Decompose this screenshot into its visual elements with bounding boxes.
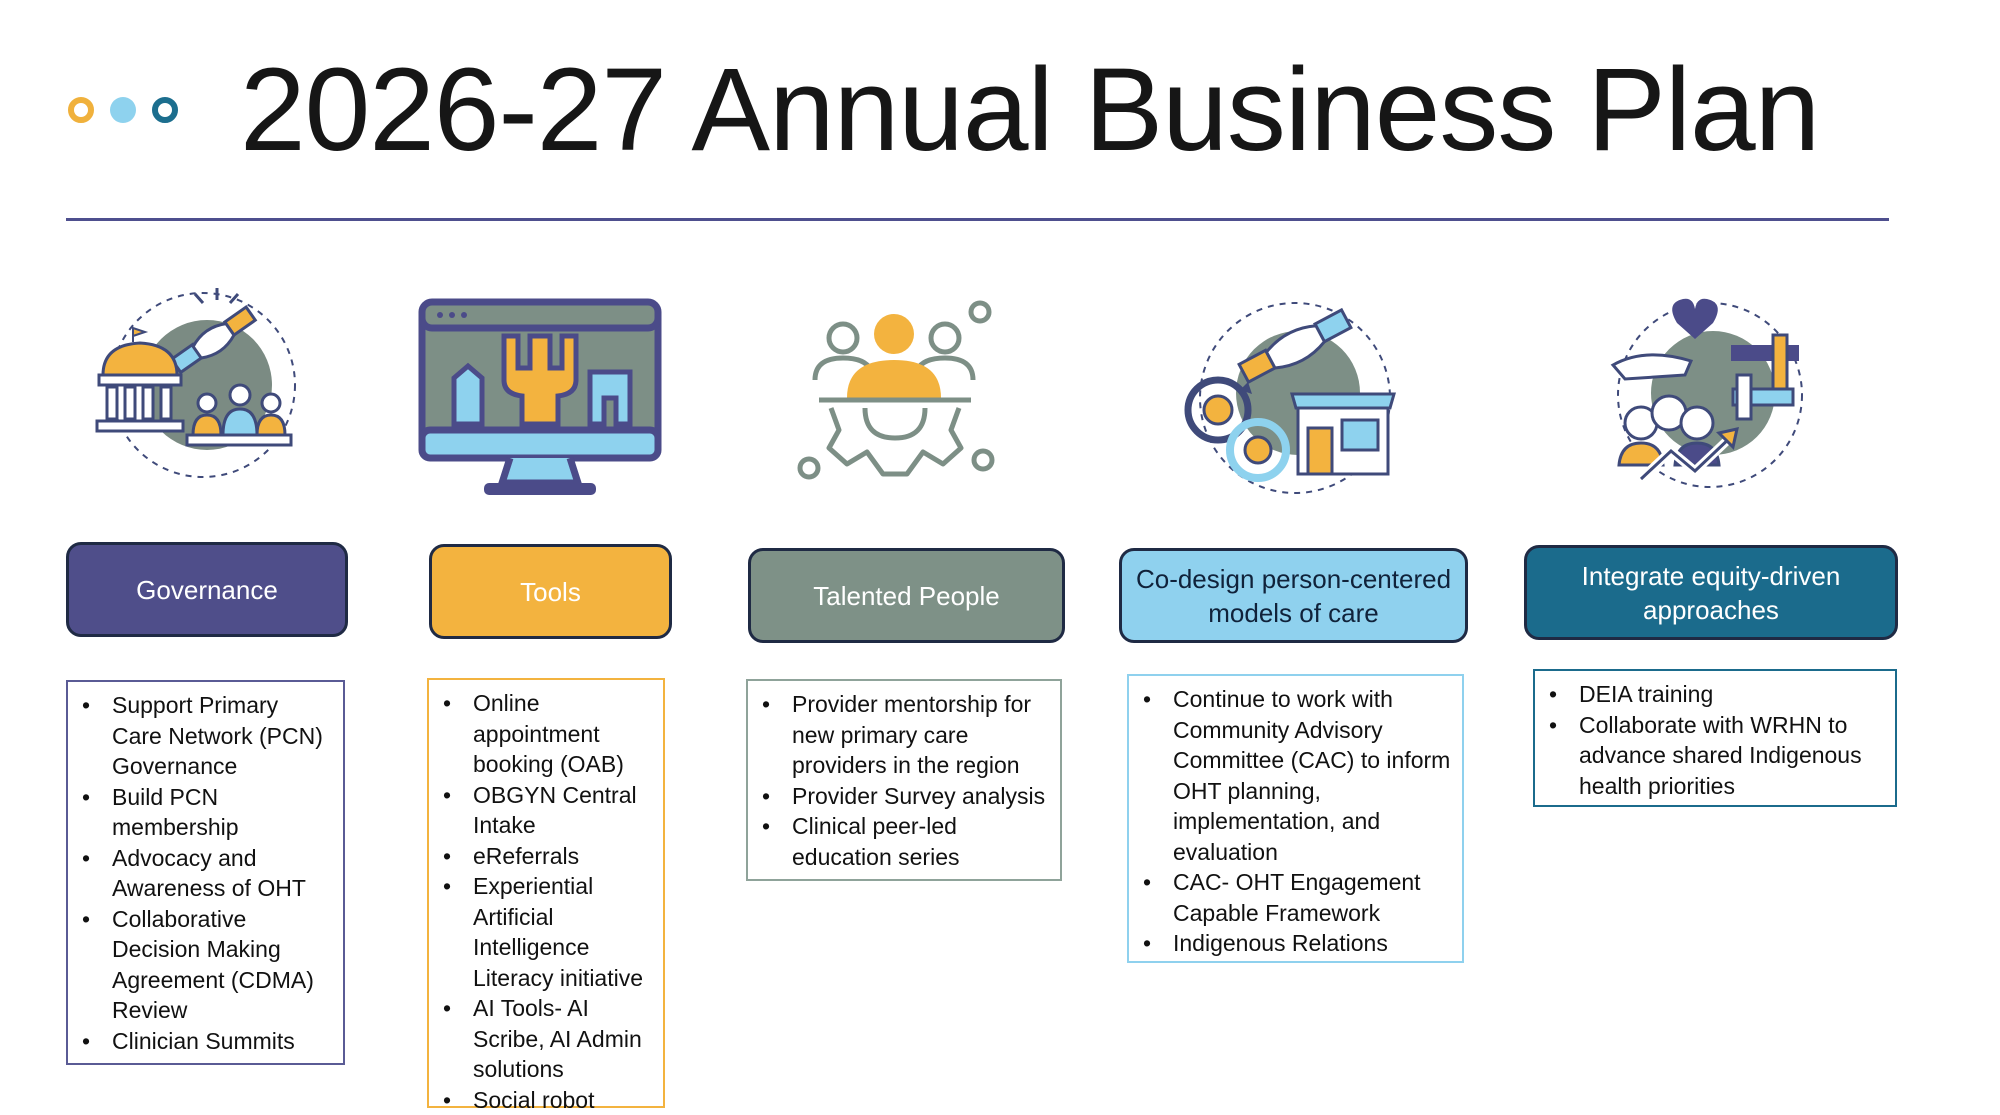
governance-handshake-icon <box>95 285 305 490</box>
tools-items: Online appointment booking (OAB) OBGYN C… <box>427 678 665 1108</box>
orange-ring-dot <box>68 97 94 123</box>
handshake-store-cycle-icon <box>1180 298 1405 498</box>
list-item: Continue to work with Community Advisory… <box>1143 684 1452 867</box>
list-item: Provider Survey analysis <box>762 781 1050 812</box>
computer-tools-icon <box>418 298 662 500</box>
governance-items: Support Primary Care Network (PCN) Gover… <box>66 680 345 1065</box>
equity-hands-heart-icon <box>1605 295 1815 495</box>
teal-ring-dot <box>152 97 178 123</box>
title-divider <box>66 218 1889 221</box>
list-item: Clinician Summits <box>82 1026 333 1057</box>
decorative-dots <box>68 97 178 127</box>
list-item: Collaborative Decision Making Agreement … <box>82 904 333 1026</box>
list-item: Collaborate with WRHN to advance shared … <box>1549 710 1885 802</box>
list-item: Online appointment booking (OAB) <box>443 688 653 780</box>
codesign-items: Continue to work with Community Advisory… <box>1127 674 1464 963</box>
list-item: AI Tools- AI Scribe, AI Admin solutions <box>443 993 653 1085</box>
list-item: Support Primary Care Network (PCN) Gover… <box>82 690 333 782</box>
list-item: OBGYN Central Intake <box>443 780 653 841</box>
governance-header: Governance <box>66 542 348 637</box>
light-blue-dot <box>110 97 136 123</box>
equity-header: Integrate equity-driven approaches <box>1524 545 1898 640</box>
list-item: Indigenous Relations <box>1143 928 1452 959</box>
list-item: Social robot <box>443 1085 653 1115</box>
list-item: Experiential Artificial Intelligence Lit… <box>443 871 653 993</box>
talented-people-items: Provider mentorship for new primary care… <box>746 679 1062 881</box>
list-item: Build PCN membership <box>82 782 333 843</box>
equity-items: DEIA training Collaborate with WRHN to a… <box>1533 669 1897 807</box>
tools-header: Tools <box>429 544 672 639</box>
talented-people-header: Talented People <box>748 548 1065 643</box>
list-item: Provider mentorship for new primary care… <box>762 689 1050 781</box>
page-title: 2026-27 Annual Business Plan <box>240 40 1819 180</box>
people-gear-icon <box>795 298 995 498</box>
list-item: eReferrals <box>443 841 653 872</box>
list-item: DEIA training <box>1549 679 1885 710</box>
list-item: Clinical peer-led education series <box>762 811 1050 872</box>
list-item: CAC- OHT Engagement Capable Framework <box>1143 867 1452 928</box>
list-item: Advocacy and Awareness of OHT <box>82 843 333 904</box>
codesign-header: Co-design person-centered models of care <box>1119 548 1468 643</box>
